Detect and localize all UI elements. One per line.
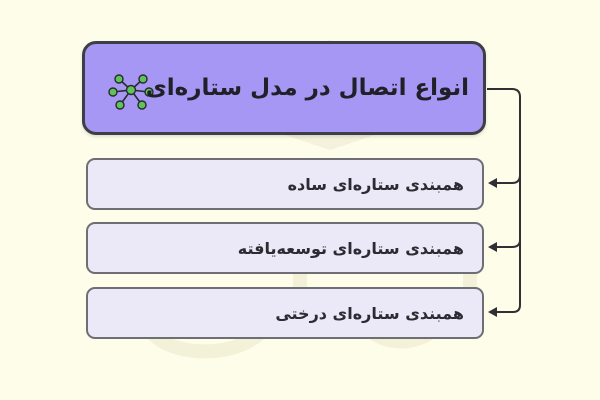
- item-label: همبندی ستاره‌ای درختی: [275, 303, 464, 323]
- item-label: همبندی ستاره‌ای توسعه‌یافته: [237, 238, 464, 258]
- star-network-icon: [108, 74, 154, 110]
- diagram-title: انواع اتصال در مدل ستاره‌ای: [145, 75, 469, 101]
- item-simple-star: همبندی ستاره‌ای ساده: [86, 158, 484, 210]
- item-label: همبندی ستاره‌ای ساده: [287, 174, 464, 194]
- item-extended-star: همبندی ستاره‌ای توسعه‌یافته: [86, 222, 484, 274]
- item-tree-star: همبندی ستاره‌ای درختی: [86, 287, 484, 339]
- title-box: انواع اتصال در مدل ستاره‌ای: [82, 41, 486, 135]
